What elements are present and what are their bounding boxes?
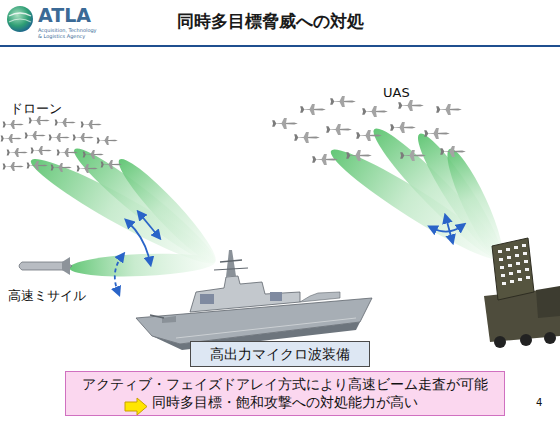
ship-beams <box>24 139 223 279</box>
logo-text: ATLA <box>38 5 108 27</box>
threat-label: 高速ミサイル <box>8 289 108 304</box>
radar-truck <box>484 238 560 348</box>
destroyer-ship <box>136 250 372 350</box>
uas-swarm <box>272 96 466 165</box>
header-rule <box>0 45 560 47</box>
threat-label: ドローン <box>10 102 90 117</box>
summary-box: アクティブ・フェイズドアレイ方式により高速ビーム走査が可能同時多目標・飽和攻撃へ… <box>65 371 505 416</box>
scan-arrows <box>115 214 462 292</box>
agency-name: Acquisition, Technology & Logistics Agen… <box>38 28 102 40</box>
box-text: 高出力マイクロ波装備 <box>210 345 350 363</box>
slide-title: 同時多目標脅威への対処 <box>120 12 420 32</box>
drone-swarm <box>0 116 122 173</box>
truck-beams <box>324 119 511 269</box>
box-text: 同時多目標・飽和攻撃への対処能力が高い <box>152 393 418 411</box>
logo <box>7 6 33 32</box>
box-text: アクティブ・フェイズドアレイ方式により高速ビーム走査が可能 <box>82 376 488 394</box>
equipment-box: 高出力マイクロ波装備 <box>190 341 370 367</box>
page-number: 4 <box>536 397 556 409</box>
missile <box>19 257 72 275</box>
threat-label: UAS <box>383 86 433 101</box>
